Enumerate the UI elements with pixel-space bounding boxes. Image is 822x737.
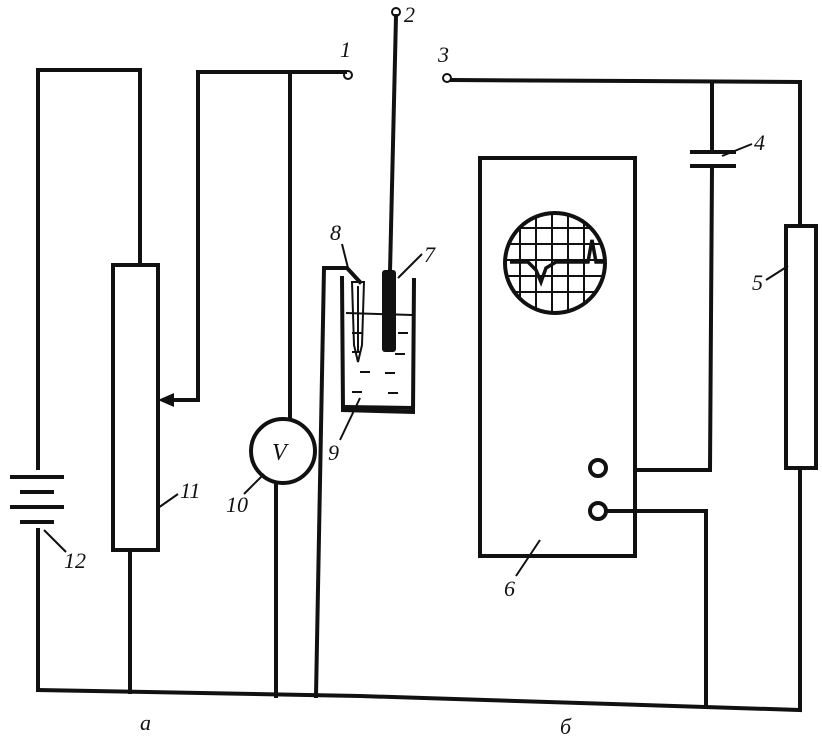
electrode-7 bbox=[382, 270, 396, 352]
label-3: 3 bbox=[437, 42, 449, 67]
battery-top-wire bbox=[36, 68, 142, 470]
resistor-5 bbox=[784, 224, 818, 470]
capacitor-4 bbox=[690, 150, 736, 168]
label-2: 2 bbox=[404, 2, 415, 27]
leader-11 bbox=[157, 493, 179, 509]
label-5: 5 bbox=[752, 270, 763, 295]
label-part-a: a bbox=[140, 710, 151, 735]
label-11: 11 bbox=[180, 478, 200, 503]
potentiometer-11 bbox=[111, 263, 160, 552]
electrode-7-lead bbox=[387, 13, 399, 275]
leader-6 bbox=[515, 539, 541, 577]
capacitor-bottom-wire bbox=[602, 165, 715, 472]
oscilloscope-screen bbox=[503, 211, 607, 315]
scope-input-2 bbox=[588, 501, 608, 521]
leader-12 bbox=[43, 529, 67, 553]
label-7: 7 bbox=[424, 242, 436, 267]
label-6: 6 bbox=[504, 576, 515, 601]
leader-9 bbox=[339, 397, 361, 441]
leader-5 bbox=[765, 265, 789, 281]
slider-arrow bbox=[158, 393, 174, 407]
voltmeter-10 bbox=[249, 417, 317, 485]
label-1: 1 bbox=[340, 37, 351, 62]
leader-8 bbox=[341, 243, 349, 269]
label-9: 9 bbox=[328, 440, 339, 465]
label-4: 4 bbox=[754, 130, 765, 155]
battery-12 bbox=[10, 475, 64, 524]
oscillogram-trace bbox=[510, 239, 605, 287]
scope-input-2-wire bbox=[604, 509, 708, 707]
scope-input-1 bbox=[588, 458, 608, 478]
leader-4 bbox=[721, 143, 753, 157]
electrode-8-wire bbox=[313, 266, 363, 699]
terminal-3 bbox=[442, 73, 452, 83]
leader-7 bbox=[397, 253, 423, 279]
leader-10 bbox=[243, 473, 265, 495]
label-12: 12 bbox=[64, 548, 86, 573]
label-10: 10 bbox=[226, 492, 248, 517]
ground-wire bbox=[35, 466, 802, 713]
slider-wire bbox=[163, 70, 347, 402]
label-8: 8 bbox=[330, 220, 341, 245]
terminal-3-wire bbox=[449, 77, 802, 230]
label-part-b: б bbox=[560, 714, 572, 737]
electrode-8 bbox=[350, 281, 366, 363]
voltmeter-symbol: V bbox=[272, 440, 289, 466]
terminal-1 bbox=[343, 70, 353, 80]
